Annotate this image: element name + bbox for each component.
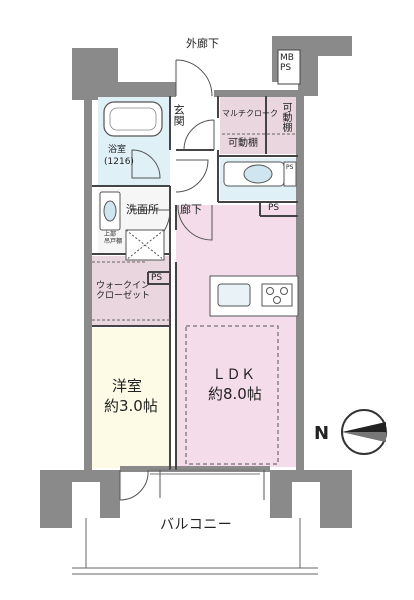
shelf-lines [92, 133, 296, 321]
partitions [92, 96, 298, 470]
western-room-fill [90, 328, 170, 468]
windows [150, 469, 260, 475]
balcony-outline [72, 518, 318, 575]
ps-label-toilet: PS [286, 164, 294, 171]
wic-fill [90, 256, 170, 326]
washroom-label: 洗面所 [126, 203, 159, 216]
hallway-label: 廊下 [180, 203, 202, 216]
mb-ps-box [277, 49, 301, 85]
laundry-pan [125, 229, 165, 261]
north-label: N [314, 423, 330, 444]
multi-closet-label: マルチクローク [222, 109, 278, 118]
upper-cabinet-label: 上部 吊戸棚 [104, 231, 123, 245]
washbasin [99, 191, 121, 231]
western-room-size: 約3.0帖 [104, 397, 158, 415]
walk-in-closet-label: ウォークイン クローゼット [96, 281, 151, 301]
wall-lower-right [270, 470, 352, 528]
ps-label-right: PS [268, 203, 280, 213]
wall-top-left [92, 90, 176, 97]
ldk-label: ＬＤＫ [212, 367, 256, 383]
compass [341, 409, 387, 455]
bathroom-size-label: (1216) [104, 157, 134, 167]
mb-ps-label: MB PS [280, 53, 294, 73]
wall-lower-left [40, 470, 120, 528]
kitchen-counter [209, 275, 299, 317]
ldk-fill [176, 205, 298, 467]
wall-upper-left [72, 48, 176, 100]
genkan-label: 玄関 [172, 104, 186, 126]
wall-right [296, 96, 304, 471]
wall-top-right [214, 90, 298, 97]
wall-bottom [120, 466, 270, 472]
movable-shelf-vertical-label: 可動棚 [280, 102, 291, 132]
balcony-label: バルコニー [160, 517, 233, 533]
movable-shelf-label: 可動棚 [228, 138, 258, 149]
ldk-furniture-zone [185, 325, 279, 465]
outer-corridor-label: 外廊下 [186, 37, 219, 50]
western-room-label: 洋室 [112, 377, 143, 395]
bathroom-label: 浴室 [108, 145, 127, 155]
wall-left [84, 96, 92, 471]
ldk-size: 約8.0帖 [208, 385, 262, 403]
ps-label-closet: PS [151, 273, 163, 283]
bathtub [103, 101, 163, 137]
multi-closet-fill [220, 96, 298, 154]
toilet [223, 161, 297, 187]
